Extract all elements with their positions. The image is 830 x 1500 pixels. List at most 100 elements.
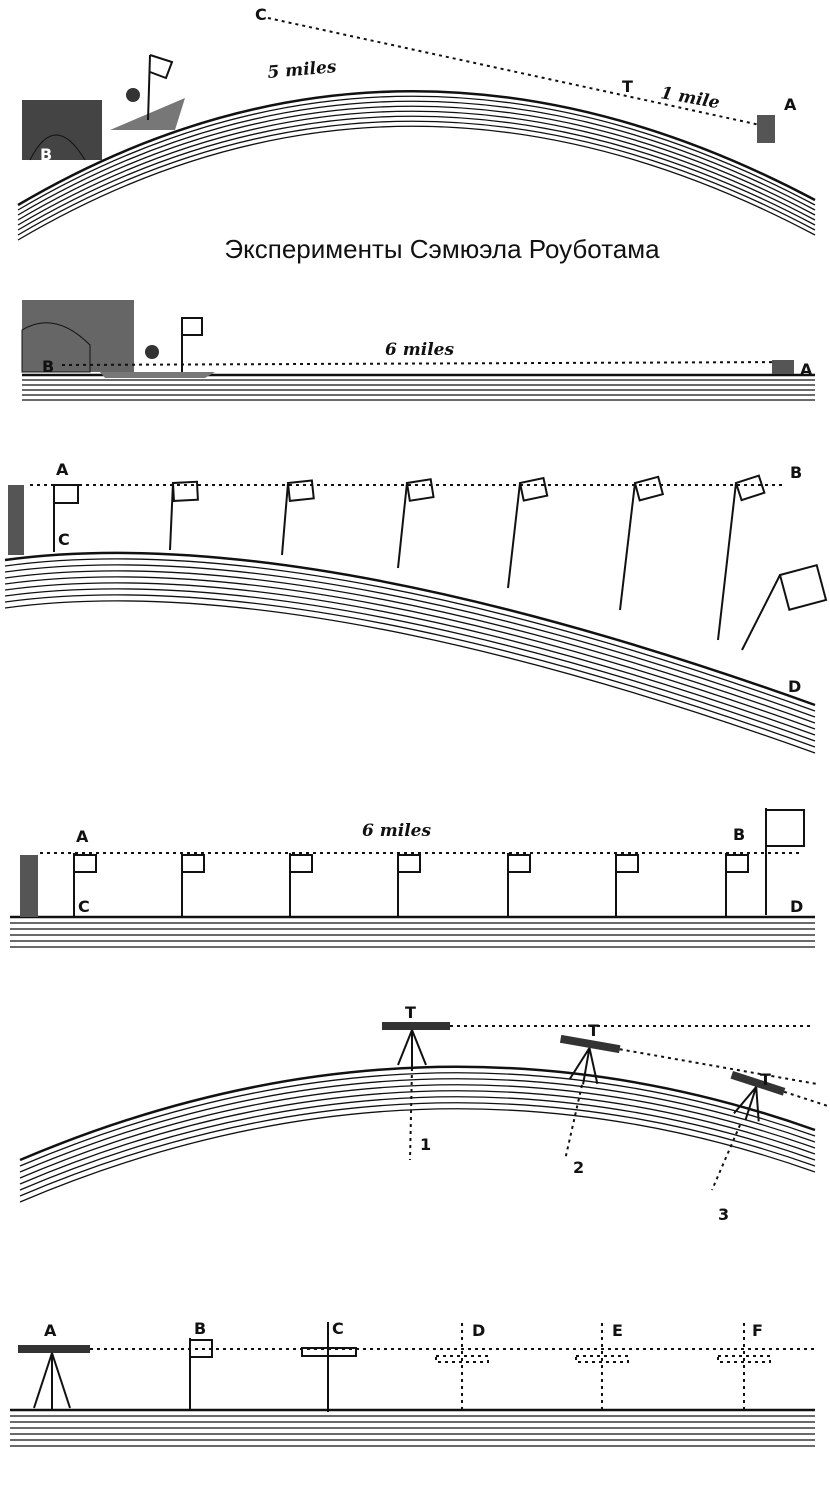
plumb-line-3 xyxy=(711,1124,741,1191)
surface-line xyxy=(4,558,816,712)
flat-water-surface xyxy=(10,915,815,948)
surface-line xyxy=(4,570,816,724)
flag xyxy=(615,854,639,873)
flag-pole xyxy=(717,482,737,641)
level-instrument xyxy=(18,1345,90,1353)
label-a: A xyxy=(44,1321,57,1340)
flag-pole xyxy=(619,482,636,611)
flag-pole xyxy=(397,482,408,569)
label-2: 2 xyxy=(573,1158,584,1177)
surface-line xyxy=(19,1078,816,1173)
large-flag xyxy=(778,563,828,611)
surface-line xyxy=(17,100,816,216)
surface-line xyxy=(19,1102,816,1197)
label-3: 3 xyxy=(718,1205,729,1224)
surface-line xyxy=(19,1096,816,1191)
label-t: T xyxy=(622,77,633,96)
flag xyxy=(518,476,549,502)
flag xyxy=(181,317,203,336)
crossbar-c xyxy=(301,1347,357,1357)
flag xyxy=(181,854,205,873)
flat-water-surface xyxy=(22,373,815,401)
rower xyxy=(126,88,140,102)
distance-label: 6 miles xyxy=(385,340,454,360)
label-t3: T xyxy=(760,1070,771,1089)
plumb-line-2 xyxy=(564,1084,583,1161)
surface-line xyxy=(17,110,816,226)
label-a: A xyxy=(56,460,69,479)
observer xyxy=(20,855,38,917)
bridge-arch xyxy=(21,322,91,373)
label-1: 1 xyxy=(420,1135,431,1154)
flag xyxy=(725,854,749,873)
label-t2: T xyxy=(588,1021,599,1040)
sight-line xyxy=(61,361,791,366)
level-3 xyxy=(730,1070,828,1122)
observer xyxy=(772,360,794,374)
dotted-crossbar xyxy=(435,1355,489,1363)
large-flag xyxy=(765,809,805,847)
flag-pole xyxy=(741,574,781,651)
label-d: D xyxy=(472,1321,485,1340)
surface-line xyxy=(19,1065,816,1162)
flag-pole xyxy=(147,54,151,121)
panel-curved-levels: T T T 1 2 3 xyxy=(19,1003,828,1224)
label-b: B xyxy=(194,1319,206,1338)
surface-line xyxy=(17,120,816,236)
label-b: B xyxy=(40,145,52,164)
boat xyxy=(100,372,215,378)
bridge xyxy=(22,300,134,372)
dotted-crossbar xyxy=(717,1355,771,1363)
flag-b xyxy=(189,1339,213,1358)
label-b: B xyxy=(42,357,54,376)
curved-water-surface xyxy=(17,90,816,241)
flag xyxy=(289,854,313,873)
flag xyxy=(633,475,665,502)
level-1 xyxy=(382,1022,810,1161)
distance-label: 6 miles xyxy=(362,821,431,841)
surface-line xyxy=(17,105,816,221)
rower xyxy=(145,345,159,359)
label-a: A xyxy=(800,360,813,379)
panel-curved-flags: A B C D xyxy=(4,460,828,754)
distance-label: 1 mile xyxy=(659,83,721,113)
flag-pole xyxy=(281,482,289,556)
curved-surface xyxy=(19,1065,816,1203)
surface-line xyxy=(19,1108,816,1203)
surface-line xyxy=(17,95,816,211)
flag xyxy=(405,478,435,502)
surface-line xyxy=(4,594,816,748)
dotted-crossbar xyxy=(575,1355,629,1363)
label-d: D xyxy=(788,677,801,696)
surface-line xyxy=(4,588,816,742)
flag-row xyxy=(73,853,749,917)
label-c: C xyxy=(78,897,90,916)
bridge xyxy=(22,100,102,160)
panel-curved-bridge: C 5 miles T 1 mile A B xyxy=(17,5,816,241)
label-e: E xyxy=(612,1321,623,1340)
panel-flat-flags: A 6 miles B C D xyxy=(10,808,815,948)
label-a: A xyxy=(784,95,797,114)
flag xyxy=(734,474,766,502)
flag xyxy=(286,479,315,503)
observer xyxy=(757,115,775,143)
flag xyxy=(171,480,199,503)
dotted-staffs xyxy=(435,1322,771,1410)
label-t1: T xyxy=(405,1003,416,1022)
surface-line xyxy=(4,564,816,718)
label-c: C xyxy=(255,5,267,24)
surface-line xyxy=(19,1090,816,1185)
curved-water-surface xyxy=(4,551,816,754)
label-c: C xyxy=(58,530,70,549)
observer xyxy=(8,485,24,555)
flag-pole xyxy=(507,482,521,589)
flat-surface xyxy=(10,1408,815,1447)
label-f: F xyxy=(752,1321,763,1340)
level-2 xyxy=(559,1034,817,1085)
flag xyxy=(397,854,421,873)
tripod xyxy=(33,1352,71,1410)
flag xyxy=(149,54,174,80)
surface-line xyxy=(19,1084,816,1179)
panel-flat-bridge: B 6 miles A xyxy=(21,300,815,401)
